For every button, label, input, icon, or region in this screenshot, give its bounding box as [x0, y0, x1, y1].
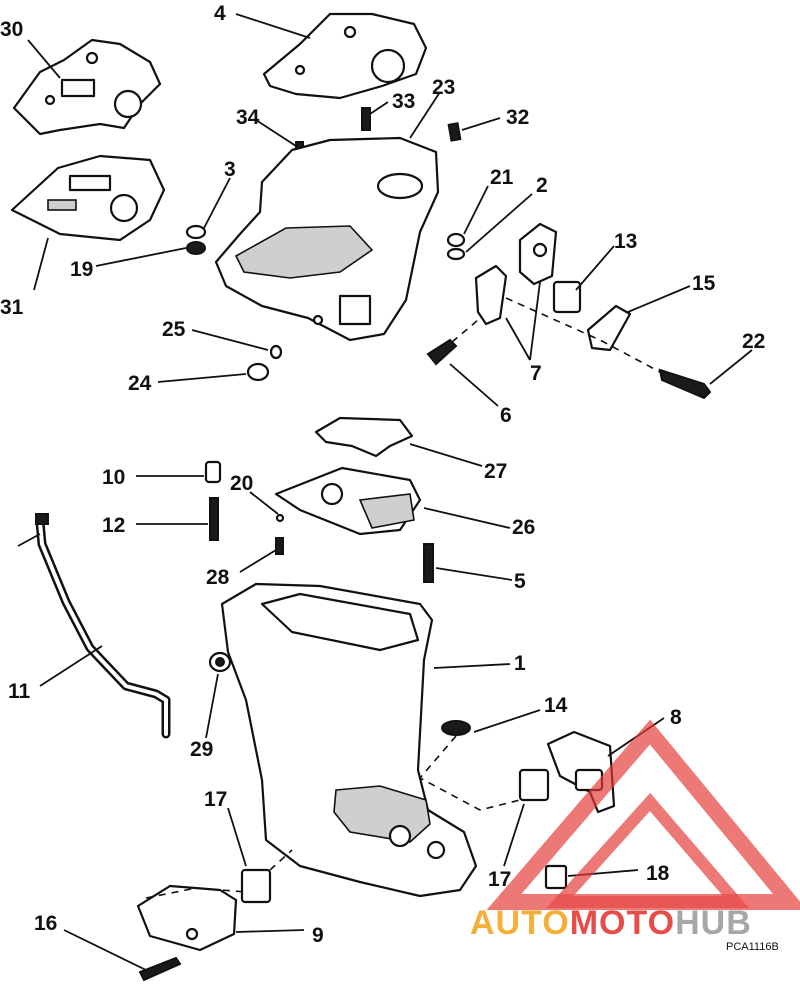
- watermark-moto: MOTO: [570, 904, 675, 942]
- callout-13: 13: [614, 230, 637, 253]
- watermark-hub: HUB: [675, 904, 752, 942]
- callout-23: 23: [432, 76, 455, 99]
- part-15-plate: [586, 304, 632, 352]
- callout-3: 3: [224, 158, 236, 181]
- part-23-upper-housing: [214, 136, 440, 342]
- part-2-washer: [446, 247, 466, 261]
- callout-12: 12: [102, 514, 125, 537]
- callout-26: 26: [512, 516, 535, 539]
- callout-7: 7: [530, 362, 542, 385]
- part-17-block-left: [240, 868, 272, 904]
- callout-24: 24: [128, 372, 152, 395]
- callout-17-right: 17: [488, 868, 511, 891]
- callout-15: 15: [692, 272, 716, 295]
- callout-9: 9: [312, 924, 324, 947]
- part-4-gasket: [262, 12, 428, 100]
- part-32-stud: [447, 122, 462, 142]
- part-29-grommet: [208, 651, 232, 673]
- part-30-gasket: [12, 38, 162, 136]
- callout-28: 28: [206, 566, 230, 589]
- callout-16: 16: [34, 912, 57, 935]
- part-26-plate: [274, 466, 422, 536]
- callout-33: 33: [392, 90, 415, 113]
- part-24-plug: [246, 362, 270, 382]
- part-18-block: [544, 864, 568, 890]
- part-11-water-tube: [17, 513, 171, 739]
- watermark-text: AUTOMOTOHUB: [470, 904, 752, 942]
- part-14-bumper: [441, 720, 471, 736]
- callout-4: 4: [214, 2, 226, 25]
- part-7-mount: [474, 222, 558, 326]
- callout-32: 32: [506, 106, 529, 129]
- part-25-oring: [269, 344, 283, 360]
- part-12-stud: [209, 497, 219, 541]
- part-31-plate: [10, 154, 166, 242]
- part-17-block-right: [518, 768, 550, 802]
- watermark-auto: AUTO: [470, 904, 570, 942]
- part-19-washer: [186, 241, 206, 255]
- part-20-washer: [275, 513, 285, 523]
- part-1-exhaust-housing: [220, 582, 478, 898]
- part-16-bolt: [138, 956, 182, 982]
- part-27-gasket: [314, 416, 414, 458]
- callout-11: 11: [8, 680, 31, 703]
- part-22-bolt: [658, 368, 712, 400]
- callout-22: 22: [742, 330, 765, 353]
- callout-34: 34: [236, 106, 260, 129]
- watermark-triangle-logo: [486, 719, 800, 910]
- callout-1: 1: [514, 652, 526, 675]
- callout-6: 6: [500, 404, 512, 427]
- callout-31: 31: [0, 296, 24, 319]
- callout-2: 2: [536, 174, 548, 197]
- callout-14: 14: [544, 694, 568, 717]
- part-21-nut: [446, 232, 466, 248]
- callout-21: 21: [490, 166, 514, 189]
- callout-5: 5: [514, 570, 526, 593]
- part-5-stud: [423, 543, 434, 583]
- part-8-mount-bracket: [546, 730, 616, 814]
- part-10-bushing: [204, 460, 222, 484]
- callout-19: 19: [70, 258, 93, 281]
- callout-labels: 30 4 34 33 23 32 3 19 31 21 2 13 15 22 7…: [0, 2, 765, 947]
- callout-27: 27: [484, 460, 507, 483]
- reference-code: PCA1116B: [726, 941, 779, 953]
- callout-10: 10: [102, 466, 125, 489]
- part-33-stud: [361, 107, 371, 131]
- automotohub-watermark: AUTOMOTOHUB: [470, 719, 800, 942]
- callout-17-left: 17: [204, 788, 227, 811]
- callout-20: 20: [230, 472, 253, 495]
- part-9-lower-mount-cover: [136, 884, 238, 952]
- callout-25: 25: [162, 318, 186, 341]
- callout-18: 18: [646, 862, 670, 885]
- callout-30: 30: [0, 18, 23, 41]
- part-13-block: [552, 280, 582, 314]
- part-28-screw: [275, 537, 284, 555]
- callout-8: 8: [670, 706, 682, 729]
- part-3-nut: [185, 224, 207, 240]
- leader-lines: [27, 13, 753, 971]
- callout-29: 29: [190, 738, 213, 761]
- part-6-screw: [426, 319, 479, 366]
